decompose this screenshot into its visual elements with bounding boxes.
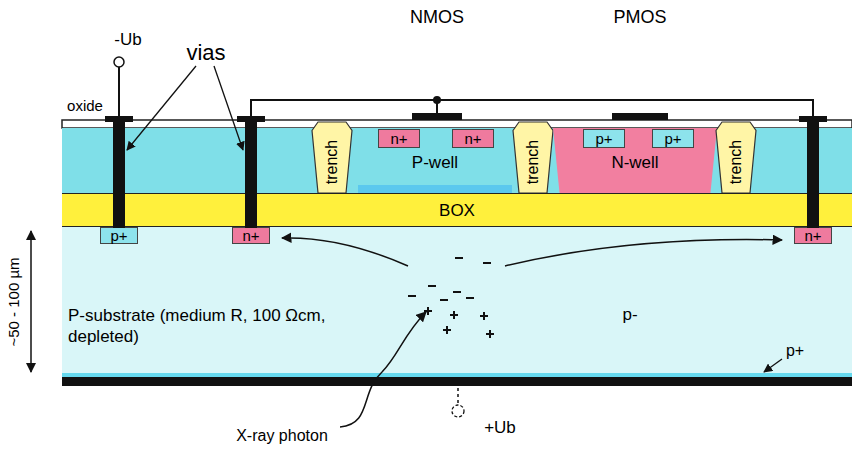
- node-text: trench: [524, 140, 542, 184]
- trench: trench: [513, 122, 553, 193]
- node-text: P-substrate (medium R, 100 Ωcm, depleted…: [68, 305, 343, 348]
- node-text: n+: [464, 130, 481, 147]
- layer-label: oxide: [67, 97, 103, 114]
- node-text: n+: [804, 227, 821, 244]
- terminal: [114, 57, 124, 67]
- p-well: P-well n+ n+: [358, 128, 512, 193]
- node-text: BOX: [439, 201, 475, 221]
- via-cap: [799, 116, 827, 122]
- bias-wire: [457, 388, 459, 404]
- layer-label: p+: [786, 342, 804, 360]
- via-cap: [237, 116, 265, 122]
- nmos-gate: [412, 113, 462, 120]
- transistor-label: PMOS: [613, 7, 666, 28]
- transistor-label: NMOS: [410, 7, 464, 28]
- node-text: trench: [323, 140, 341, 184]
- node-text: P-well: [412, 153, 458, 173]
- node-text: p+: [595, 130, 612, 147]
- terminal: [452, 405, 464, 417]
- node-text: p+: [110, 227, 127, 244]
- pmos-gate: [612, 113, 668, 120]
- via-cap: [105, 116, 133, 122]
- p-implant: p+: [100, 227, 138, 244]
- node-text: trench: [727, 140, 745, 184]
- dimension-arrow: [30, 231, 32, 372]
- n-implant: n+: [232, 227, 270, 244]
- leader-arrow: [127, 66, 196, 150]
- leader-arrow: [214, 66, 243, 150]
- node-text: n+: [242, 227, 259, 244]
- buried-oxide: BOX: [62, 193, 852, 227]
- dimension-label: ~50 - 100 µm: [5, 257, 22, 346]
- backside-p-layer: [62, 373, 852, 377]
- node-text: p-: [622, 305, 637, 325]
- n-implant: n+: [794, 227, 832, 244]
- n-implant: n+: [378, 129, 420, 148]
- trench: trench: [312, 122, 352, 193]
- junction-dot: [433, 96, 441, 104]
- backside-contact: [62, 377, 852, 386]
- bias-label: +Ub: [484, 418, 516, 438]
- node-text: p+: [664, 130, 681, 147]
- trench: trench: [716, 122, 756, 193]
- bias-wire: [118, 67, 120, 116]
- n-implant: n+: [452, 129, 494, 148]
- p-implant: p+: [583, 129, 625, 148]
- gate-wire: [436, 100, 438, 113]
- part-label: X-ray photon: [236, 427, 328, 445]
- p-implant: p+: [652, 129, 694, 148]
- node-text: n+: [390, 130, 407, 147]
- node-text: N-well: [611, 153, 658, 173]
- p-substrate: P-substrate (medium R, 100 Ωcm, depleted…: [62, 227, 852, 373]
- n-well: N-well p+ p+: [553, 128, 717, 193]
- part-label: vias: [186, 40, 225, 65]
- bias-label: -Ub: [114, 30, 141, 50]
- well-bottom: [358, 185, 512, 193]
